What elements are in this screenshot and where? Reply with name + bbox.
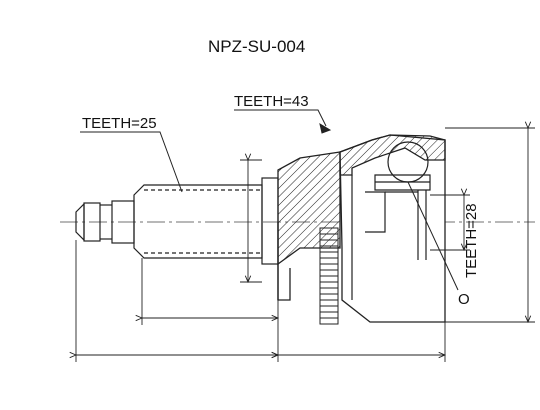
dimension-lines — [76, 128, 535, 362]
abs-ring — [319, 227, 339, 325]
teeth-28-label: TEETH=28 — [463, 203, 480, 278]
inner-joint — [351, 141, 431, 300]
label-leaders — [80, 109, 459, 291]
outer-spline-shaft — [133, 177, 279, 265]
drawing-title: NPZ-SU-004 — [208, 37, 305, 56]
outer-bell-housing — [277, 134, 446, 323]
teeth-25-label: TEETH=25 — [82, 115, 157, 132]
oring-label: O — [458, 291, 470, 308]
teeth-43-label: TEETH=43 — [234, 93, 309, 110]
